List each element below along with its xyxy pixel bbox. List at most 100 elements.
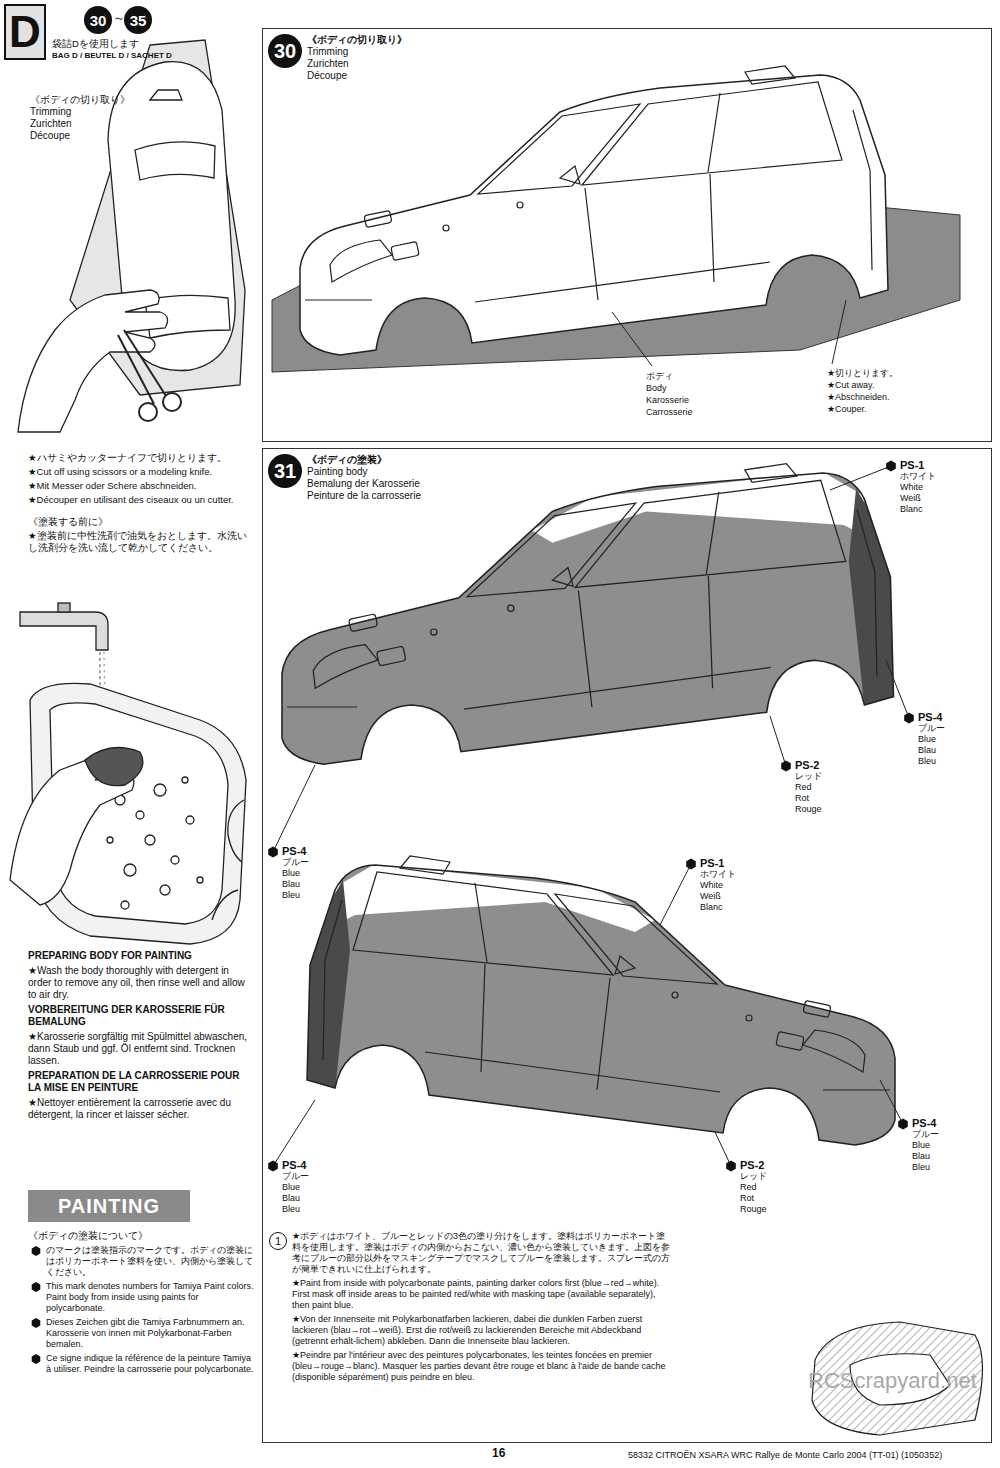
page-number: 16 [492,1446,505,1460]
step-heading: Painting body [307,466,421,478]
paint-mark [32,1282,41,1292]
section-title: PAINTING [58,1195,160,1218]
paint-mark [32,1354,41,1364]
paint-callout: レッド [795,771,822,782]
drawing-part [295,880,350,1100]
bag-note: 袋詰Dを使用します [52,38,139,49]
leader-line [886,660,909,718]
step-panel: 《ボディの切り取り》TrimmingZurichtenDécoupe 30 [262,28,992,442]
paint-callout: PS-2 [740,1160,764,1171]
paint-callout: Blau [282,879,300,890]
note-circle: 1 [269,1232,287,1250]
step-heading: Découpe [307,70,407,82]
step-number: 35 [130,13,147,28]
instruction-text: PREPARING BODY FOR PAINTING [28,950,254,962]
instruction-text: のマークは塗装指示のマークです。ボディの塗装にはポリカーボネート塗料を使い、内側… [46,1245,254,1278]
instruction-text: 《塗装する前に》 [28,516,254,528]
paint-callout: Bleu [282,1204,300,1215]
paint-callout: Rot [740,1193,754,1204]
section-heading: 《ボディの塗装について》 [28,1230,148,1242]
drawing-part [85,748,143,786]
instruction-text: This mark denotes numbers for Tamiya Pai… [46,1281,254,1314]
range-sign: ～ [113,11,125,25]
note-number: 1 [275,1236,281,1247]
instruction-text: ★Karosserie sorgfältig mit Spülmittel ab… [28,1031,254,1067]
step-circle: 30 [84,6,112,34]
paint-callout: レッド [740,1171,767,1182]
paint-callout: Blanc [900,504,923,515]
step-circle: 31 [268,454,302,488]
instruction-text: ★Mit Messer oder Schere abschneiden. [28,480,254,492]
drawing-part [160,885,170,895]
paint-mark [268,1161,278,1172]
paint-callout: ホワイト [700,869,736,880]
drawing-part [287,464,877,709]
instruction-text: ★Découper en utilisant des ciseaux ou un… [28,494,254,506]
step-number: 31 [274,461,296,481]
step-heading: 《ボディの塗装》 [307,454,421,466]
step-heading: 《ボディの切り取り》 [307,34,407,46]
paint-callout: Weiß [700,891,721,902]
leader-line [660,864,691,925]
paint-mark [268,847,278,858]
instruction-text: ★Paint from inside with polycarbonate pa… [292,1278,672,1311]
paint-callout: ブルー [282,857,309,868]
drawing-part [186,816,194,824]
step-heading: Zurichten [307,58,407,70]
paint-callout: Rot [795,793,809,804]
paint-callout: Red [740,1182,757,1193]
paint-callout: Blau [912,1151,930,1162]
section-letter-box: D [4,4,46,60]
paint-callout: PS-4 [282,846,306,857]
drawing-part [295,864,655,1100]
section-heading: Zurichten [30,118,72,130]
drawing-part [197,877,203,883]
step-heading: Peinture de la carrosserie [307,490,421,502]
step-number: 30 [90,13,107,28]
drawing-part [139,403,157,421]
paint-callout: ホワイト [900,471,936,482]
paint-mark [32,1318,41,1328]
body-shell-paint-rear [295,856,895,1145]
leader-line [273,1100,315,1166]
drawing-part [154,784,166,796]
part-name: Carrosserie [646,406,693,418]
step-heading: Trimming [307,46,407,58]
paint-mark [898,1119,908,1130]
paint-callout: Blau [918,745,936,756]
paint-callout: ブルー [918,723,945,734]
paint-mark [32,1246,41,1256]
paint-mark [686,859,696,870]
paint-callout: Bleu [912,1162,930,1173]
drawing-part [182,777,188,783]
instruction-text: ★ハサミやカッターナイフで切りとります。 [28,452,254,464]
paint-callout: PS-4 [918,712,942,723]
leader-line [273,765,315,852]
step-circle: 30 [268,34,302,68]
drawing-part [124,864,136,876]
section-heading: 《ボディの切り取り》 [30,94,130,106]
drawing-part [135,142,215,180]
cut-note: ★切りとります。 [827,367,898,379]
drawing-part [58,603,70,612]
step-circle: 35 [124,6,152,34]
instruction-text: ★Peindre par l'intérieur avec des peintu… [292,1350,672,1383]
paint-callout: Blue [918,734,936,745]
drawing-part [145,835,155,845]
drawing-part [612,312,652,366]
drawing-part [849,489,906,718]
instruction-text: ★塗装前に中性洗剤で油気をおとします。水洗いし洗剤分を洗い流して乾かしてください… [28,530,254,554]
drawing-part [136,811,144,819]
drawing-part [300,75,888,355]
paint-mark [886,461,896,472]
part-name: Karosserie [646,394,689,406]
leader-line [880,1080,903,1124]
bag-note: BAG D / BEUTEL D / SACHET D [52,51,172,61]
section-letter: D [9,10,41,54]
drawing-part [307,865,895,1145]
cut-note: ★Couper. [827,403,867,415]
part-name: Body [646,382,667,394]
paint-callout: PS-4 [912,1118,936,1129]
instruction-text: Dieses Zeichen gibt die Tamiya Farbnumme… [46,1317,254,1350]
